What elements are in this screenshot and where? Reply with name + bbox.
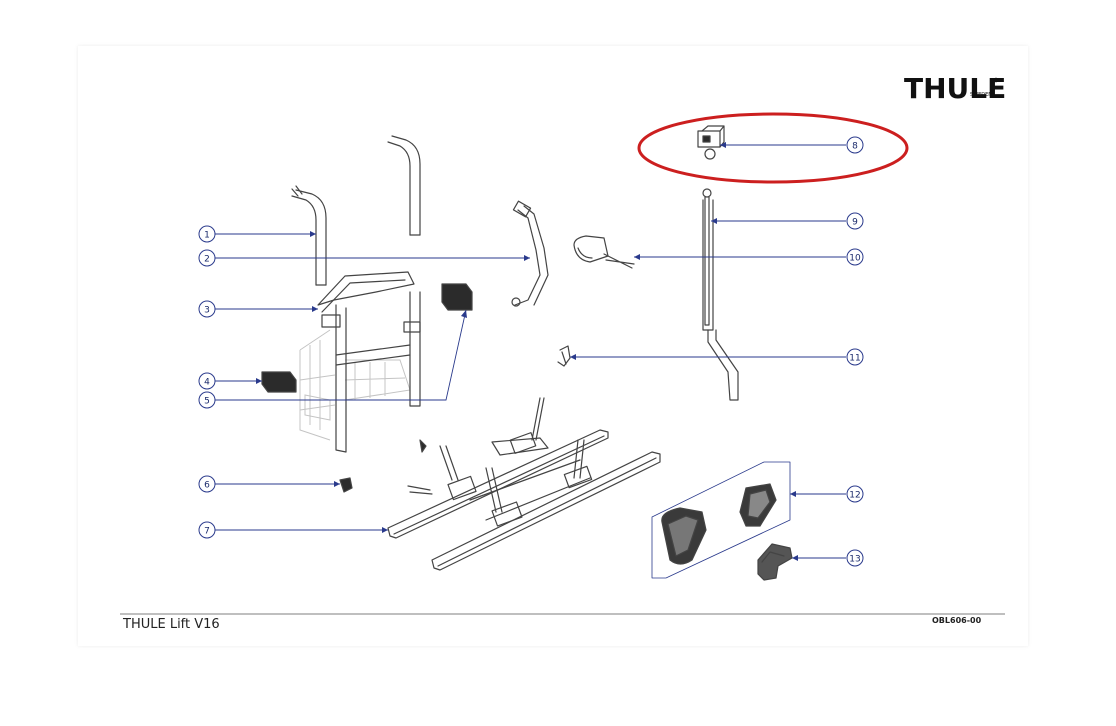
callout-8: 8 <box>846 136 864 154</box>
callout-7: 7 <box>198 521 216 539</box>
part-10-strap <box>573 235 635 269</box>
highlight-ellipse <box>637 112 909 184</box>
callout-3: 3 <box>198 300 216 318</box>
callout-10-number: 10 <box>849 254 861 264</box>
thule-logo: THULE SWEDEN <box>904 72 1006 105</box>
callout-1-number: 1 <box>204 231 210 241</box>
callout-2: 2 <box>198 249 216 267</box>
part-2-arm <box>511 200 549 307</box>
drawing-title: THULE Lift V16 <box>123 617 220 632</box>
callout-11-number: 11 <box>849 354 860 364</box>
callout-9-number: 9 <box>852 218 858 228</box>
part-13-bracket <box>757 543 793 581</box>
callout-11: 11 <box>846 348 864 366</box>
part-3-frame <box>317 271 421 453</box>
part-11-clamp <box>557 345 571 367</box>
callout-5-number: 5 <box>204 397 210 407</box>
callout-4-number: 4 <box>204 378 210 388</box>
part-5-block <box>441 283 473 311</box>
logo-text: THULE <box>904 72 1006 105</box>
logo-subtext: SWEDEN <box>970 92 992 98</box>
registered-mark <box>993 77 999 83</box>
callout-12: 12 <box>846 485 864 503</box>
part-1-tube <box>291 185 327 286</box>
callout-2-number: 2 <box>204 255 210 265</box>
leader-lines <box>215 144 846 559</box>
drawing-code: OBL606-00 <box>932 616 982 625</box>
part-9-crank <box>702 188 739 401</box>
callout-13: 13 <box>846 549 864 567</box>
callout-9: 9 <box>846 212 864 230</box>
callout-6-number: 6 <box>204 481 210 491</box>
callout-8-number: 8 <box>852 142 858 152</box>
callout-10: 10 <box>846 248 864 266</box>
callout-6: 6 <box>198 475 216 493</box>
callout-1: 1 <box>198 225 216 243</box>
callout-13-number: 13 <box>849 555 860 565</box>
leader-arrowheads <box>256 142 798 561</box>
callout-4: 4 <box>198 372 216 390</box>
ghost-frame-outline <box>299 329 411 441</box>
part-1b-tube <box>387 135 421 236</box>
parts-drawing <box>261 125 793 581</box>
callout-7-number: 7 <box>204 527 210 537</box>
callout-3-number: 3 <box>204 306 210 316</box>
part-6-knob <box>339 477 353 493</box>
callout-group: 1 2 3 4 5 6 7 8 <box>198 136 864 567</box>
part-12-pads <box>651 461 791 579</box>
part-4-block <box>261 371 297 393</box>
part-7-rails <box>387 397 661 571</box>
callout-5: 5 <box>198 391 216 409</box>
part-8-lock <box>697 125 725 160</box>
parts-sheet <box>78 46 1028 646</box>
callout-12-number: 12 <box>849 491 860 501</box>
